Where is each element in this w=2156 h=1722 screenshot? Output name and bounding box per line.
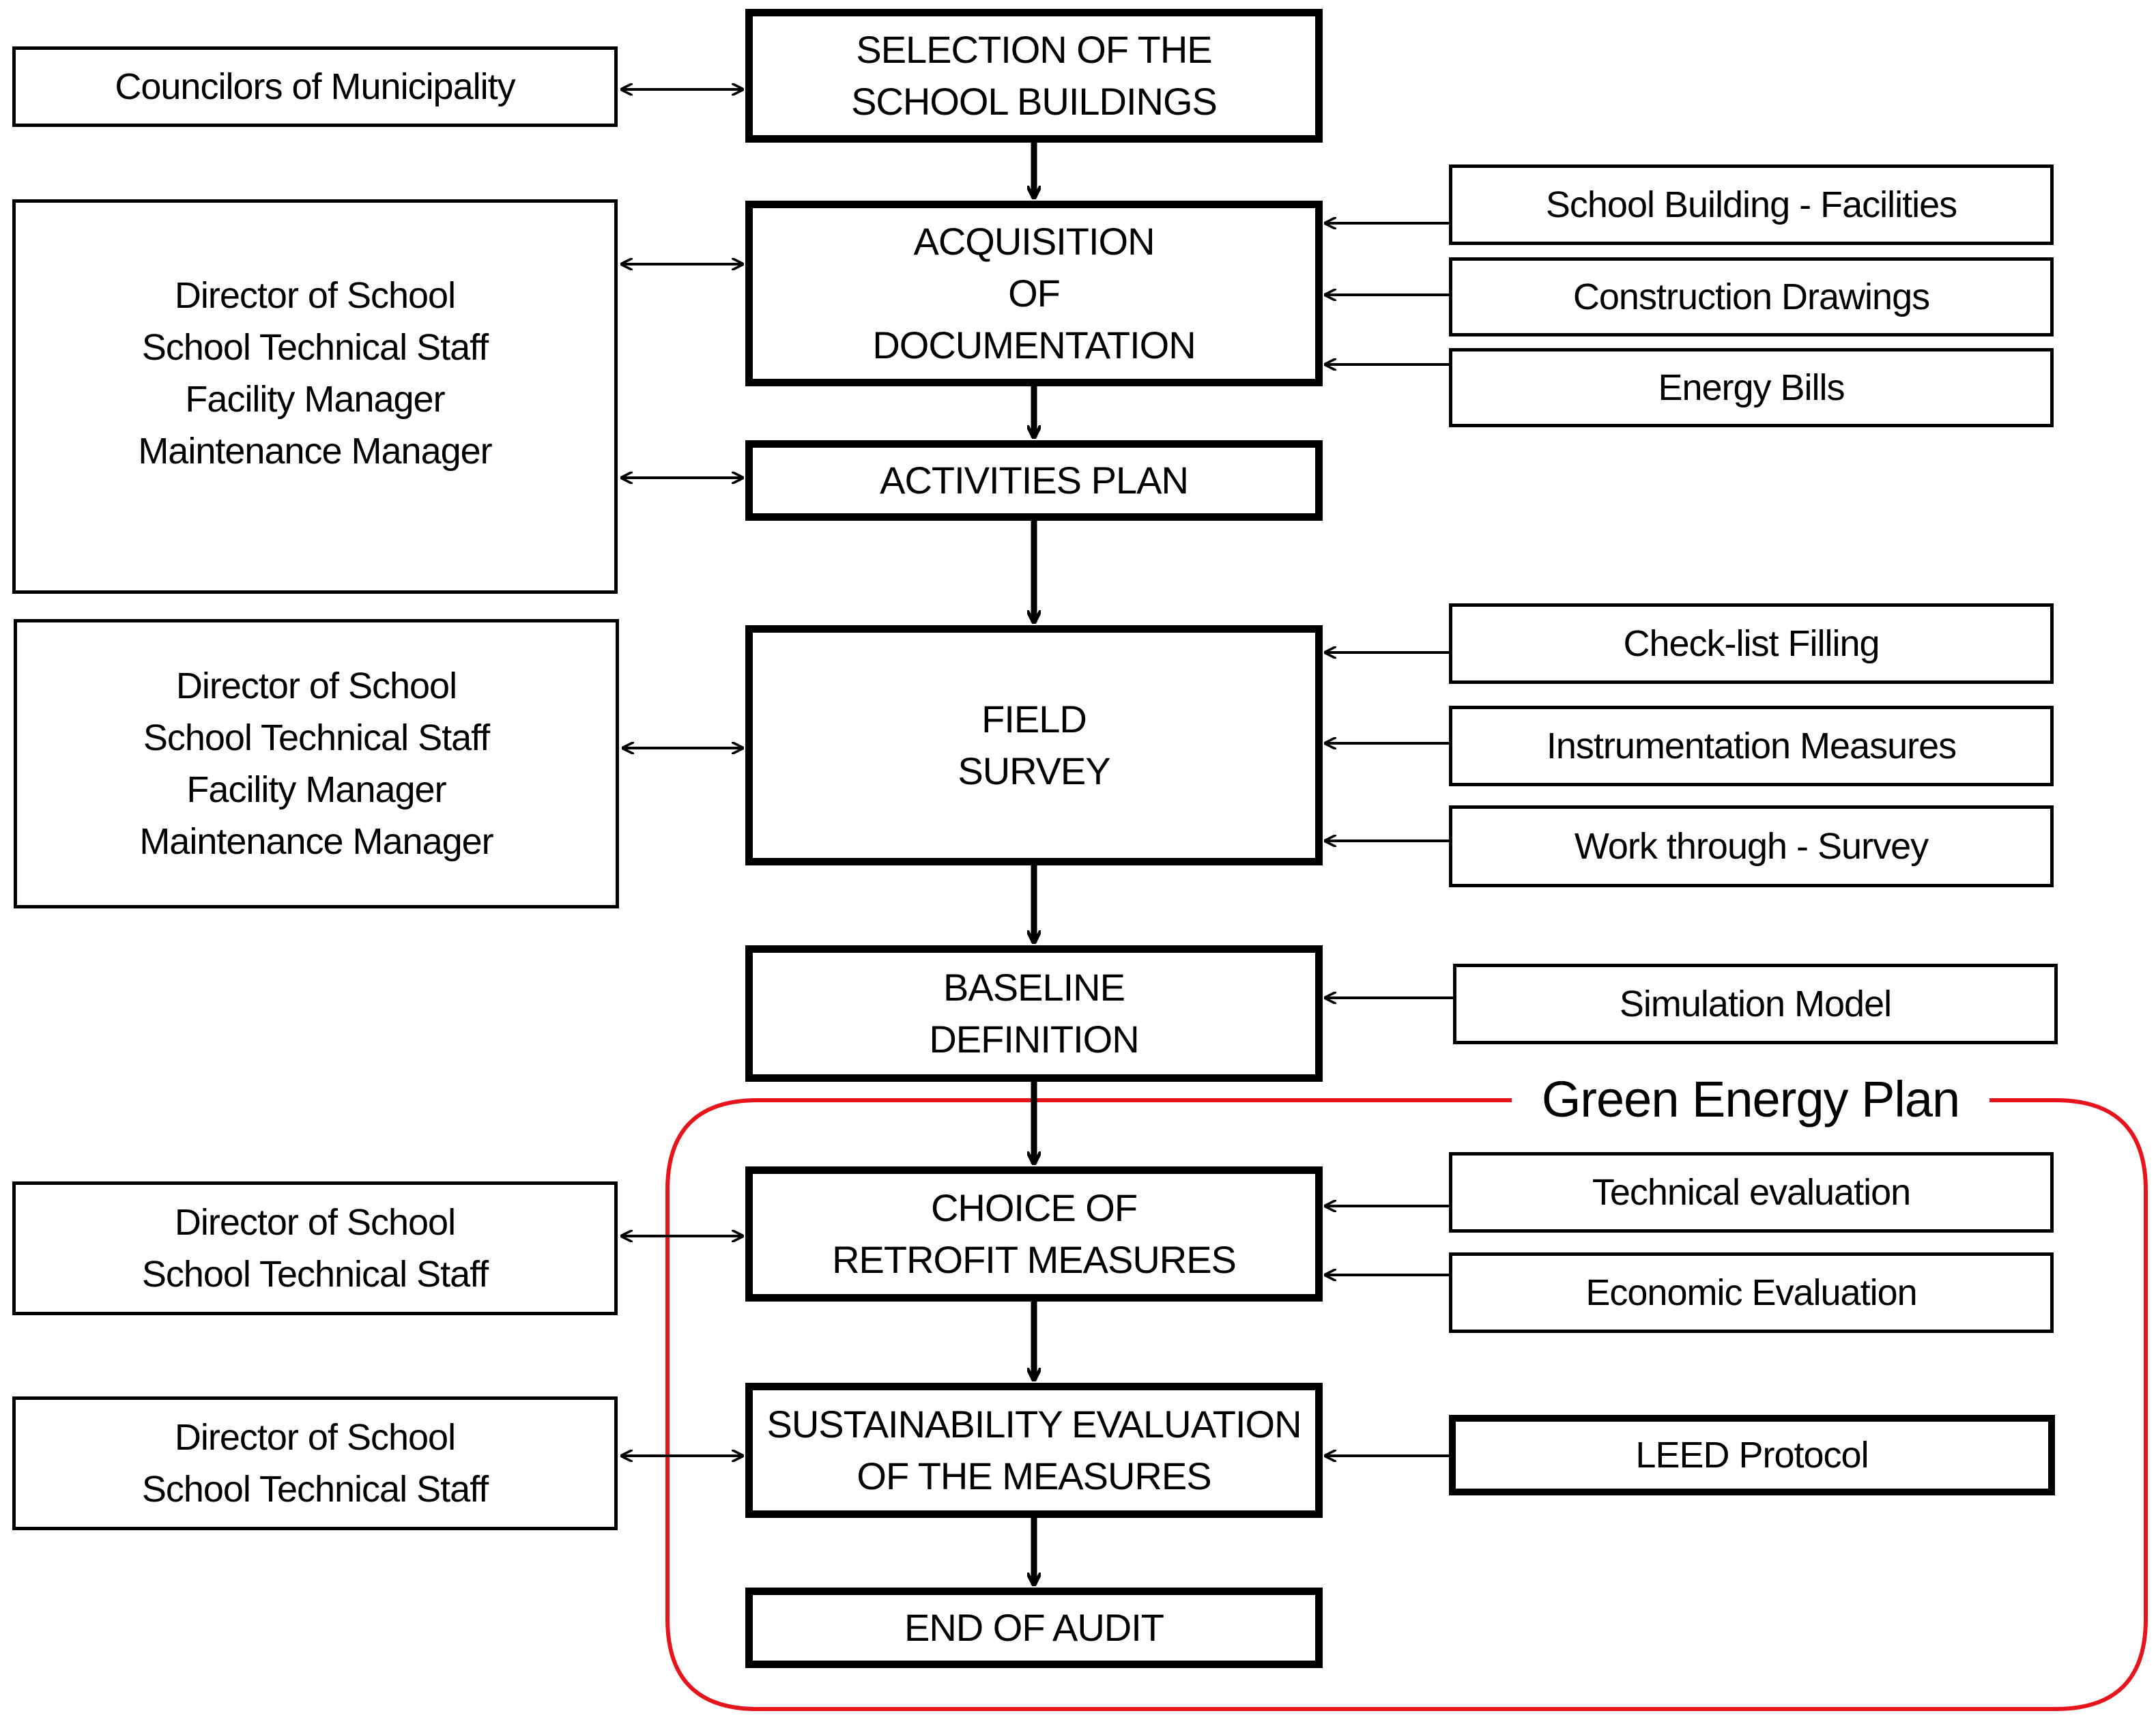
stakeholder-group-choice: Director of School School Technical Staf… [12,1181,618,1315]
stakeholder-group-survey: Director of School School Technical Staf… [14,619,619,908]
input-leed-protocol: LEED Protocol [1449,1415,2055,1495]
step-field-survey: FIELD SURVEY [745,625,1323,865]
input-school-building-facilities: School Building - Facilities [1449,164,2054,245]
input-work-through-survey: Work through - Survey [1449,805,2054,887]
input-instrumentation-measures: Instrumentation Measures [1449,706,2054,786]
input-simulation-model: Simulation Model [1453,964,2058,1044]
step-choice-of-retrofit-measures: CHOICE OF RETROFIT MEASURES [745,1166,1323,1302]
step-end-of-audit: END OF AUDIT [745,1588,1323,1668]
input-check-list-filling: Check-list Filling [1449,603,2054,684]
step-selection: SELECTION OF THE SCHOOL BUILDINGS [745,9,1323,143]
input-energy-bills: Energy Bills [1449,348,2054,427]
stakeholder-group-documentation: Director of School School Technical Staf… [12,199,618,594]
step-sustainability-evaluation: SUSTAINABILITY EVALUATION OF THE MEASURE… [745,1383,1323,1518]
stakeholder-councilors: Councilors of Municipality [12,46,618,127]
input-construction-drawings: Construction Drawings [1449,257,2054,336]
stakeholder-group-sustainability: Director of School School Technical Staf… [12,1396,618,1530]
input-technical-evaluation: Technical evaluation [1449,1152,2054,1233]
step-activities-plan: ACTIVITIES PLAN [745,440,1323,521]
step-acquisition-of-documentation: ACQUISITION OF DOCUMENTATION [745,201,1323,386]
green-energy-plan-label: Green Energy Plan [1512,1065,1989,1133]
step-baseline-definition: BASELINE DEFINITION [745,945,1323,1082]
input-economic-evaluation: Economic Evaluation [1449,1252,2054,1333]
green-energy-plan-frame [665,1098,2148,1711]
